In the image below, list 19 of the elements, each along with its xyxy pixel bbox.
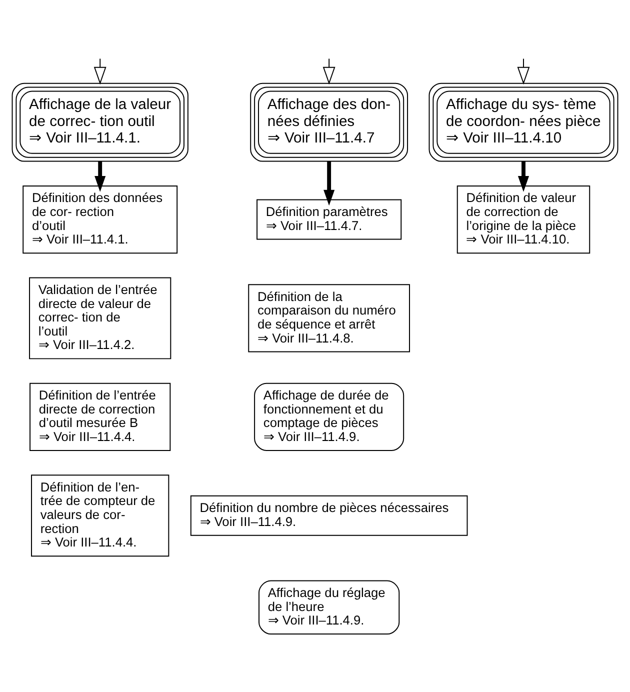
node-box: Définition paramètres ⇒ Voir III–11.4.7. (256, 199, 402, 240)
arrow (324, 162, 335, 206)
node-box: Définition de l’entrée directe de correction d’outil mesurée B ⇒ Voir III–11.4.4. (30, 382, 171, 451)
node-box: Définition du nombre de pièces nécessaires ⇒ Voir III–11.4.9. (190, 495, 468, 536)
node-box: Affichage de durée de fonctionnement et du comptage de pièces ⇒ Voir III–11.4.9. (254, 382, 404, 451)
arrow (518, 162, 530, 192)
node-box: Définition de l’en- trée de compteur de valeurs de cor- rection ⇒ Voir III–11.4.4. (31, 474, 170, 557)
node-box: Validation de l’entrée directe de valeur de correc- tion de l’outil ⇒ Voir III–11.4.2. (29, 277, 172, 360)
node-box: Affichage du sys- tème de coordon- nées pièce ⇒ Voir III–11.4.10 (428, 82, 618, 162)
node-box: Définition des données de cor- rection d’outil ⇒ Voir III–11.4.1. (22, 185, 178, 254)
node-box: Affichage de la valeur de correc- tion outil ⇒ Voir III–11.4.1. (12, 82, 188, 162)
arrow (94, 58, 106, 85)
arrow (94, 162, 106, 192)
arrow (322, 58, 336, 85)
node-box: Définition de valeur de correction de l’origine de la pièce ⇒ Voir III–11.4.10. (456, 185, 590, 254)
node-box: Définition de la comparaison du numéro de séquence et arrêt ⇒ Voir III–11.4.8. (248, 284, 410, 352)
node-box: Affichage du réglage de l’heure ⇒ Voir III–11.4.9. (258, 580, 400, 635)
arrow (517, 58, 530, 85)
node-box: Affichage des don- nées définies ⇒ Voir III–11.4.7 (250, 82, 408, 162)
